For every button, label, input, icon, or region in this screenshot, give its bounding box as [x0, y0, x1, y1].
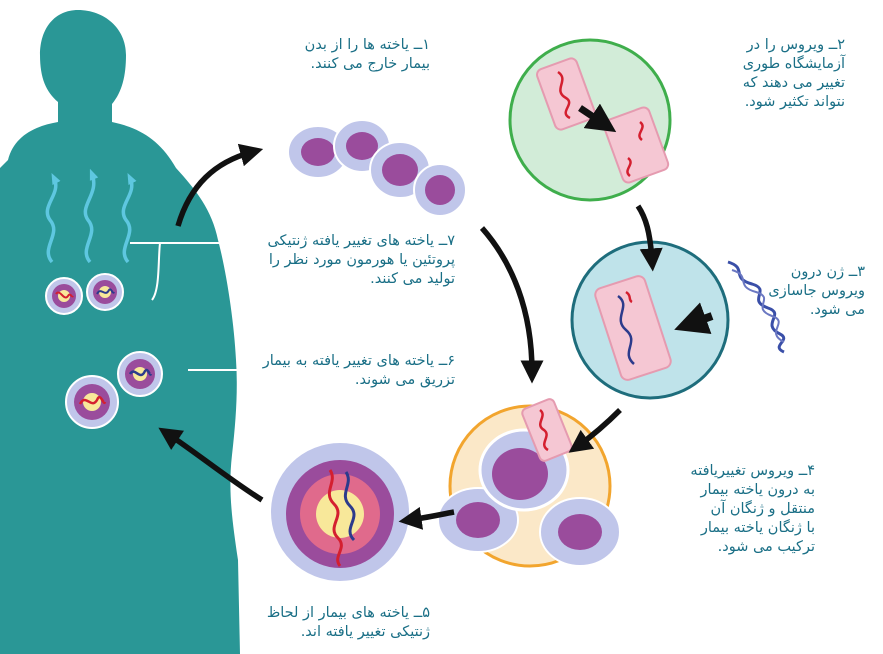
- virus-infecting-cell-icon: [438, 398, 620, 566]
- step-7-label: ۷ــ یاخته های تغییر یافته ژنتیکی پروتئین…: [240, 232, 455, 289]
- step-3-label: ۳ــ ژن درون ویروس جاسازی می شود.: [735, 263, 865, 320]
- step-6-label: ۶ــ یاخته های تغییر یافته به بیمار تزریق…: [235, 352, 455, 390]
- extracted-cells-icon: [288, 120, 466, 216]
- lab-modified-virus-icon: [510, 40, 670, 200]
- patient-silhouette-icon: [0, 10, 240, 654]
- step-5-label: ۵ــ یاخته های بیمار از لحاظ ژنتیکی تغییر…: [215, 604, 430, 642]
- step-4-label: ۴ــ ویروس تغییریافته به درون یاخته بیمار…: [615, 462, 815, 557]
- arrow-2: [482, 228, 532, 372]
- modified-cell-icon: [270, 442, 410, 582]
- step-1-label: ۱ــ یاخته ها را از بدن بیمار خارج می کنن…: [250, 36, 430, 74]
- step-2-label: ۲ــ ویروس را در آزمایشگاه طوری تغییر می …: [655, 36, 845, 112]
